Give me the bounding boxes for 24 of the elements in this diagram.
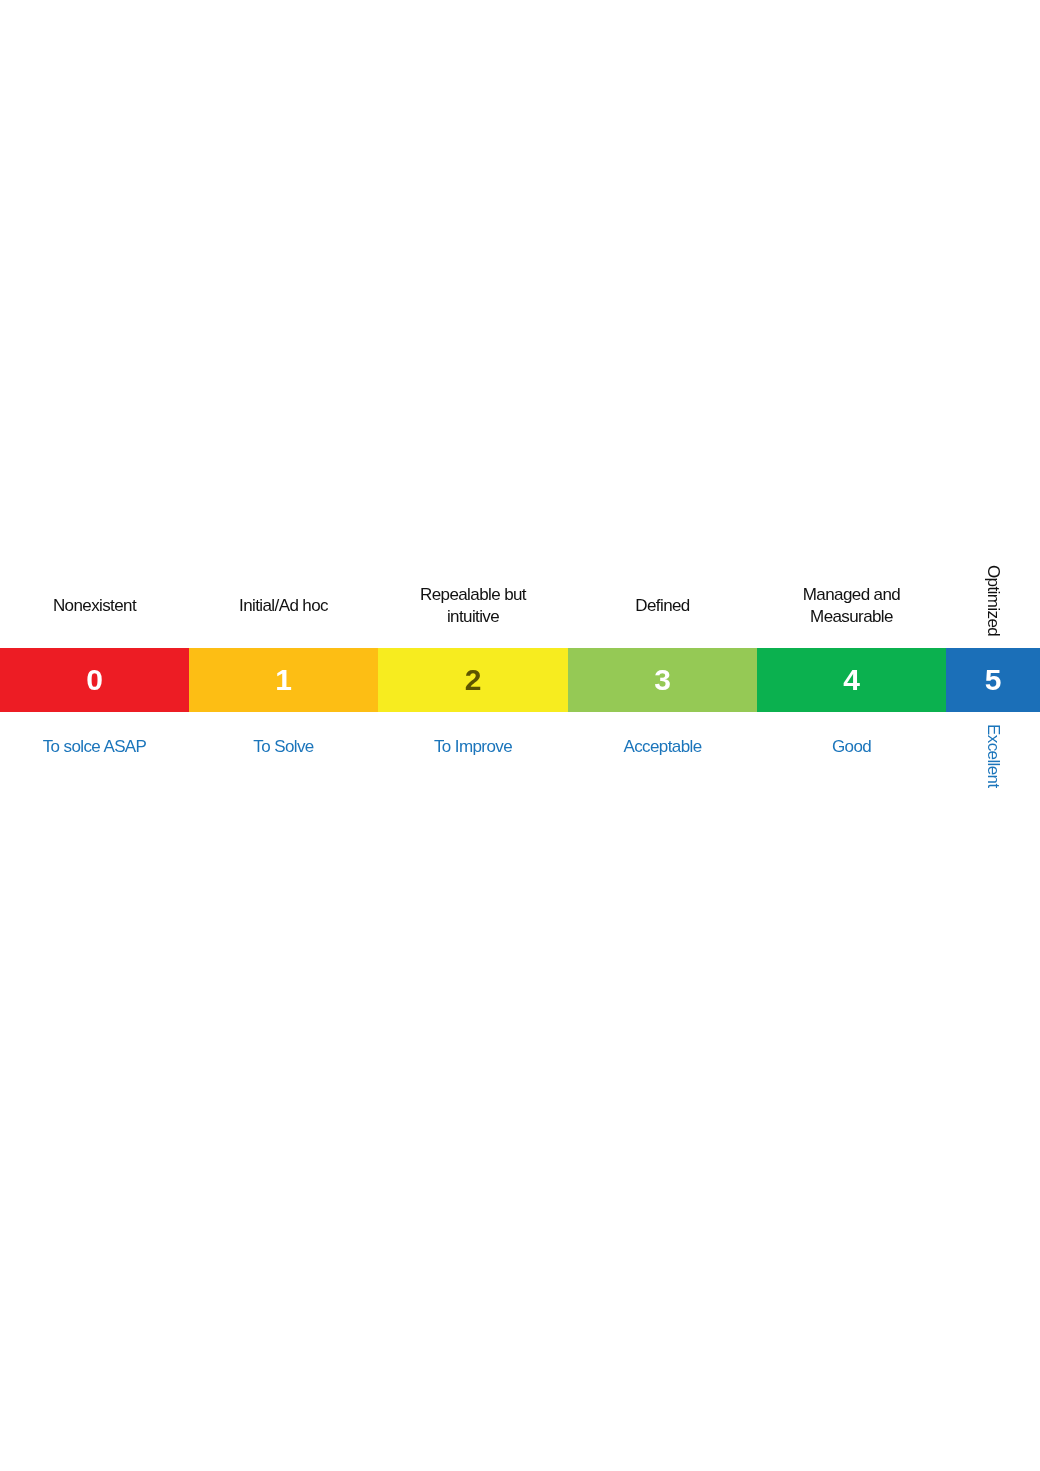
level-number: 1	[275, 665, 292, 695]
level-title: Managed and Measurable	[801, 584, 902, 628]
level-number: 4	[843, 665, 860, 695]
scale-segment	[568, 648, 757, 712]
level-number: 5	[984, 665, 1002, 695]
level-number: 3	[654, 665, 671, 695]
scale-segment	[946, 648, 1040, 712]
scale-segment	[378, 648, 568, 712]
rating-label: To Improve	[432, 736, 514, 758]
level-title: Optimized	[983, 564, 1004, 636]
level-title: Nonexistent	[51, 595, 138, 617]
rating-label: Excellent	[983, 724, 1004, 788]
level-title: Initial/Ad hoc	[238, 595, 329, 617]
level-number: 0	[86, 665, 103, 695]
level-title: Defined	[634, 595, 691, 617]
level-number: 2	[464, 665, 482, 695]
rating-label: To solce ASAP	[41, 736, 148, 758]
rating-label: To Solve	[252, 736, 315, 758]
rating-label: Good	[830, 736, 873, 758]
level-title: Repealable but intuitive	[419, 584, 528, 628]
rating-label: Acceptable	[622, 736, 703, 758]
scale-segment	[0, 648, 189, 712]
scale-segment	[189, 648, 378, 712]
scale-segment	[757, 648, 946, 712]
